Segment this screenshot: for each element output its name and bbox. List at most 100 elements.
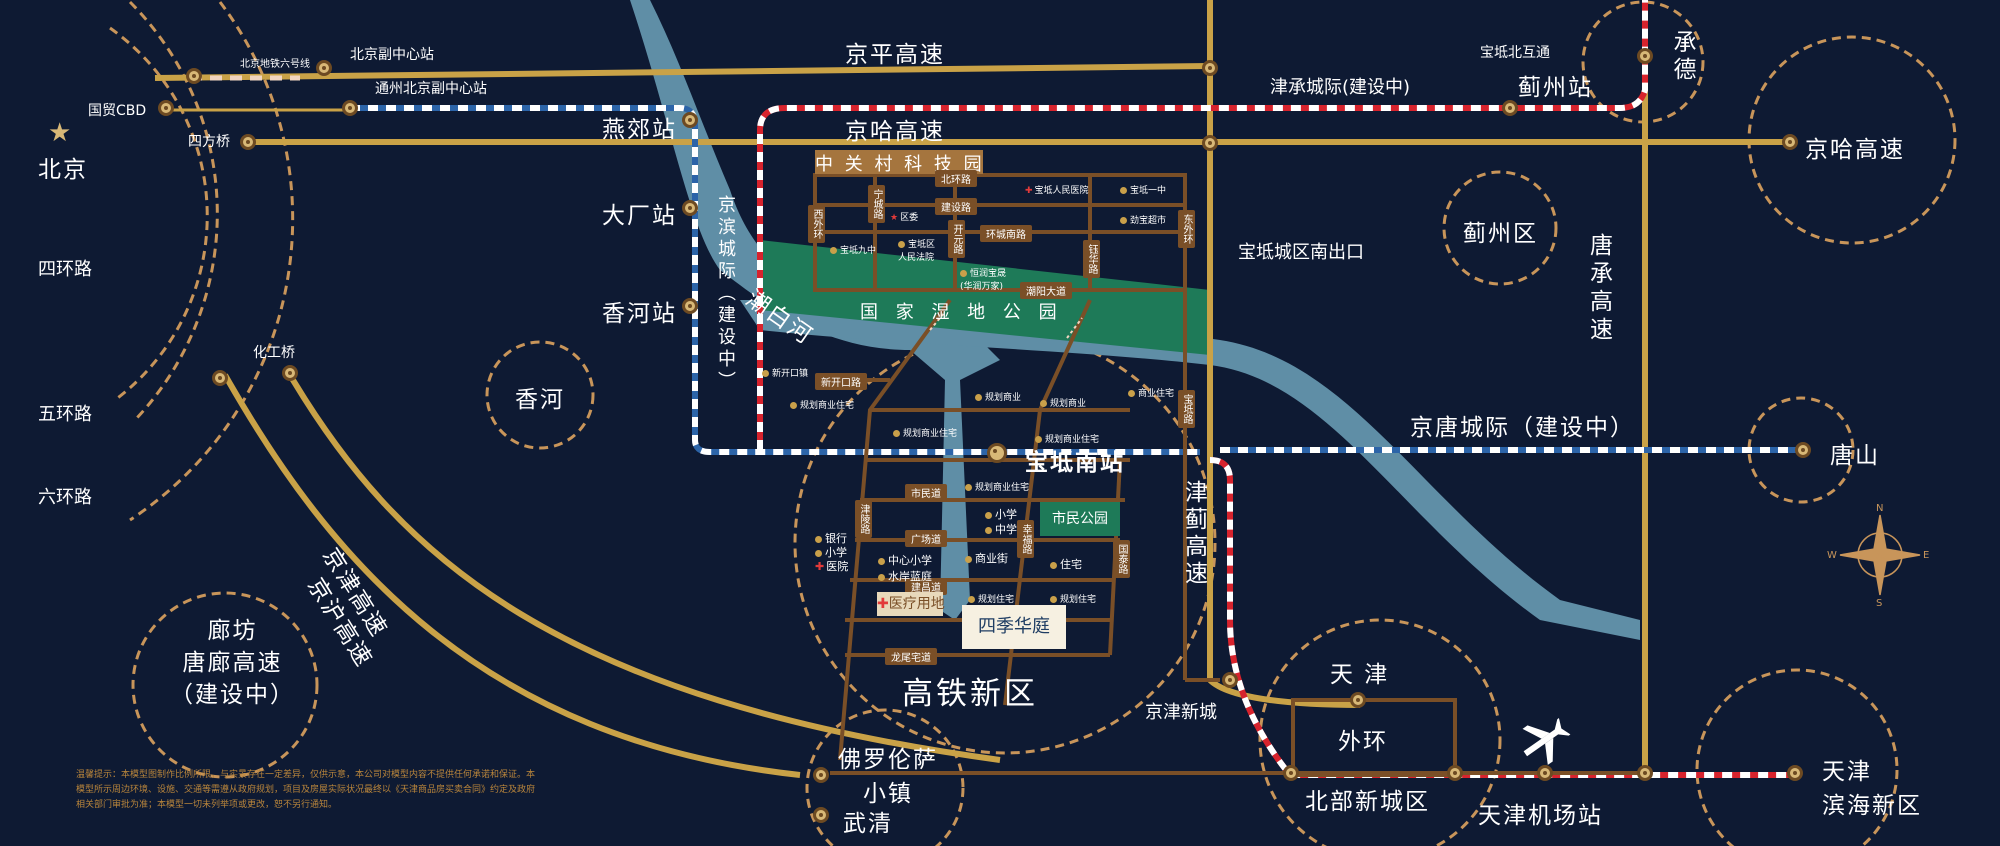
jingping-label: 京平高速: [845, 42, 945, 68]
baodi-road-tag: 宝坻路: [1178, 390, 1195, 428]
bank-poi: 银行: [815, 530, 847, 546]
ring6-label: 六环路: [38, 487, 92, 508]
chengde-label: 承德: [1669, 30, 1695, 84]
wuqing-circle: [805, 708, 965, 846]
commercial-street-poi: 商业街: [965, 550, 1008, 566]
ring-arc-4: [109, 26, 209, 402]
kaiyuan-road-tag: 开元路: [948, 220, 965, 258]
hsr-district-circle: [793, 331, 1217, 755]
beijing-sub-center-station-icon: [316, 60, 332, 76]
jingbin-rail-dash: [350, 105, 1200, 455]
sifangqiao-station-icon: [240, 134, 256, 150]
cbd-label: 国贸CBD: [88, 103, 147, 119]
binhai-circle: [1695, 668, 1899, 846]
jinji-label: 津 蓟 高 速: [1185, 480, 1210, 587]
sifangqiao-label: 四方桥: [188, 134, 230, 150]
baodi-south-label: 宝坻南站: [1025, 450, 1125, 476]
yanjiao-station-icon: [682, 112, 698, 128]
plan-res-c-poi: 规划商业住宅: [1035, 432, 1099, 445]
compass-icon: [1839, 514, 1921, 596]
civic-park-label: 市民公园: [1040, 502, 1120, 536]
jingha-label: 京哈高速: [845, 119, 945, 145]
jinbao-market-poi: 劲宝超市: [1120, 213, 1166, 226]
baodi-south-exit-label: 宝坻城区南出口: [1238, 242, 1364, 263]
ring4-label: 四环路: [38, 259, 92, 280]
tongzhou-sub-center-label: 通州北京副中心站: [375, 81, 487, 97]
jingha-junction-icon: [1202, 135, 1218, 151]
ring-arc-6: [129, 1, 295, 522]
chengde-station-icon: [1637, 48, 1653, 64]
plan-biz-res2-poi: 规划商业住宅: [893, 426, 957, 439]
guotai-road-tag: 国泰路: [1113, 540, 1130, 578]
plan-biz-poi: 规划商业: [975, 390, 1021, 403]
jincheng-rail-dash: [757, 0, 1648, 450]
compass-w: W: [1827, 550, 1837, 561]
medical-land-label: ✚医疗用地: [877, 592, 945, 616]
beijing-label: 北京: [38, 157, 88, 183]
florence-station-icon: [813, 767, 829, 783]
cbd-station-icon: [158, 100, 174, 116]
jincheng-road-tag: 津陵路: [855, 500, 872, 538]
huagongqiao-station-icon: [282, 365, 298, 381]
compass-n: N: [1876, 503, 1884, 514]
metro-station-icon: [186, 68, 202, 84]
tianjin-circle: [1258, 618, 1502, 846]
jingping-highway: [154, 63, 1211, 81]
jizhou-circle: [1442, 170, 1558, 286]
huagongqiao-label: 化工桥: [253, 345, 295, 361]
compass-s: S: [1876, 598, 1883, 609]
guangchang-road-tag: 广场道: [905, 530, 947, 547]
tangcheng-south-station-icon: [1637, 765, 1653, 781]
wetland-park: [760, 240, 1210, 355]
hsr-district-label: 高铁新区: [902, 676, 1038, 712]
jiangchang-road-tag: 建昌道: [905, 578, 947, 595]
jizhou-station-icon: [1502, 100, 1518, 116]
dachang-label: 大厂站: [602, 203, 677, 229]
outer-ring-road: [1291, 698, 1457, 777]
wuqing-label: 武清: [843, 811, 893, 837]
biz-res-b-poi: 商业住宅: [1128, 386, 1174, 399]
tangshan-station-icon: [1795, 442, 1811, 458]
residence-poi: 住宅: [1050, 556, 1082, 572]
tongzhou-station-icon: [342, 100, 358, 116]
outer-ring-label: 外环: [1338, 729, 1388, 755]
jinji-rail-dash: [1209, 457, 1790, 778]
baodi-no9-poi: 宝坻九中: [830, 243, 876, 256]
metro6-label: 北京地铁六号线: [240, 59, 310, 70]
tangshan-label: 唐山: [1830, 443, 1880, 469]
langfang-circle: [131, 591, 319, 779]
compass-e: E: [1923, 550, 1930, 561]
district-gov-poi: ★区委: [890, 213, 919, 223]
jingjin-highway: [222, 373, 801, 778]
wetland-park-label: 国 家 湿 地 公 园: [860, 302, 1063, 323]
central-primary-poi: 中心小学: [878, 552, 932, 568]
tianjin-airport-station-icon: [1537, 765, 1553, 781]
beihuan-road-tag: 北环路: [935, 170, 977, 187]
binhai-station-icon: [1787, 765, 1803, 781]
beijing-sub-center-label: 北京副中心站: [350, 47, 434, 63]
school-poi: 小学: [815, 544, 847, 560]
court-poi: 宝坻区 人民法院: [898, 240, 936, 263]
xingfu-road-tag: 幸福路: [1017, 520, 1034, 558]
jingjin-new-city-label: 京津新城: [1145, 702, 1217, 723]
capital-star-icon: ★: [48, 118, 72, 148]
langfang-label: 廊坊 唐廊高速 （建设中）: [170, 618, 295, 708]
ring-arc-5: [128, 0, 219, 422]
hospital-poi: ✚医院: [815, 560, 849, 573]
plan-res-poi: 规划住宅: [968, 592, 1014, 605]
yuhua-road-tag: 钰华路: [1083, 240, 1100, 278]
longxi-road-tag: 龙尾宅道: [885, 648, 937, 665]
xinkaikou-town-poi: 新开口镇: [762, 366, 808, 379]
tianjin-airport-label: 天津机场站: [1478, 803, 1603, 829]
baodi-south-station-icon: [987, 443, 1007, 463]
jingha-east-label: 京哈高速: [1805, 137, 1905, 163]
florence-label: 佛罗伦萨 小镇: [838, 747, 938, 807]
baodi-north-interchange-label: 宝坻北互通: [1480, 45, 1550, 61]
plan-res2-poi: 规划住宅: [1050, 592, 1096, 605]
plan-biz2-poi: 规划商业: [1040, 396, 1086, 409]
jinghu-highway: [287, 373, 1001, 763]
jingping-junction-icon: [1202, 60, 1218, 76]
tianjin-label: 天 津: [1330, 662, 1390, 688]
plan-biz-res-poi: 规划商业住宅: [790, 398, 854, 411]
